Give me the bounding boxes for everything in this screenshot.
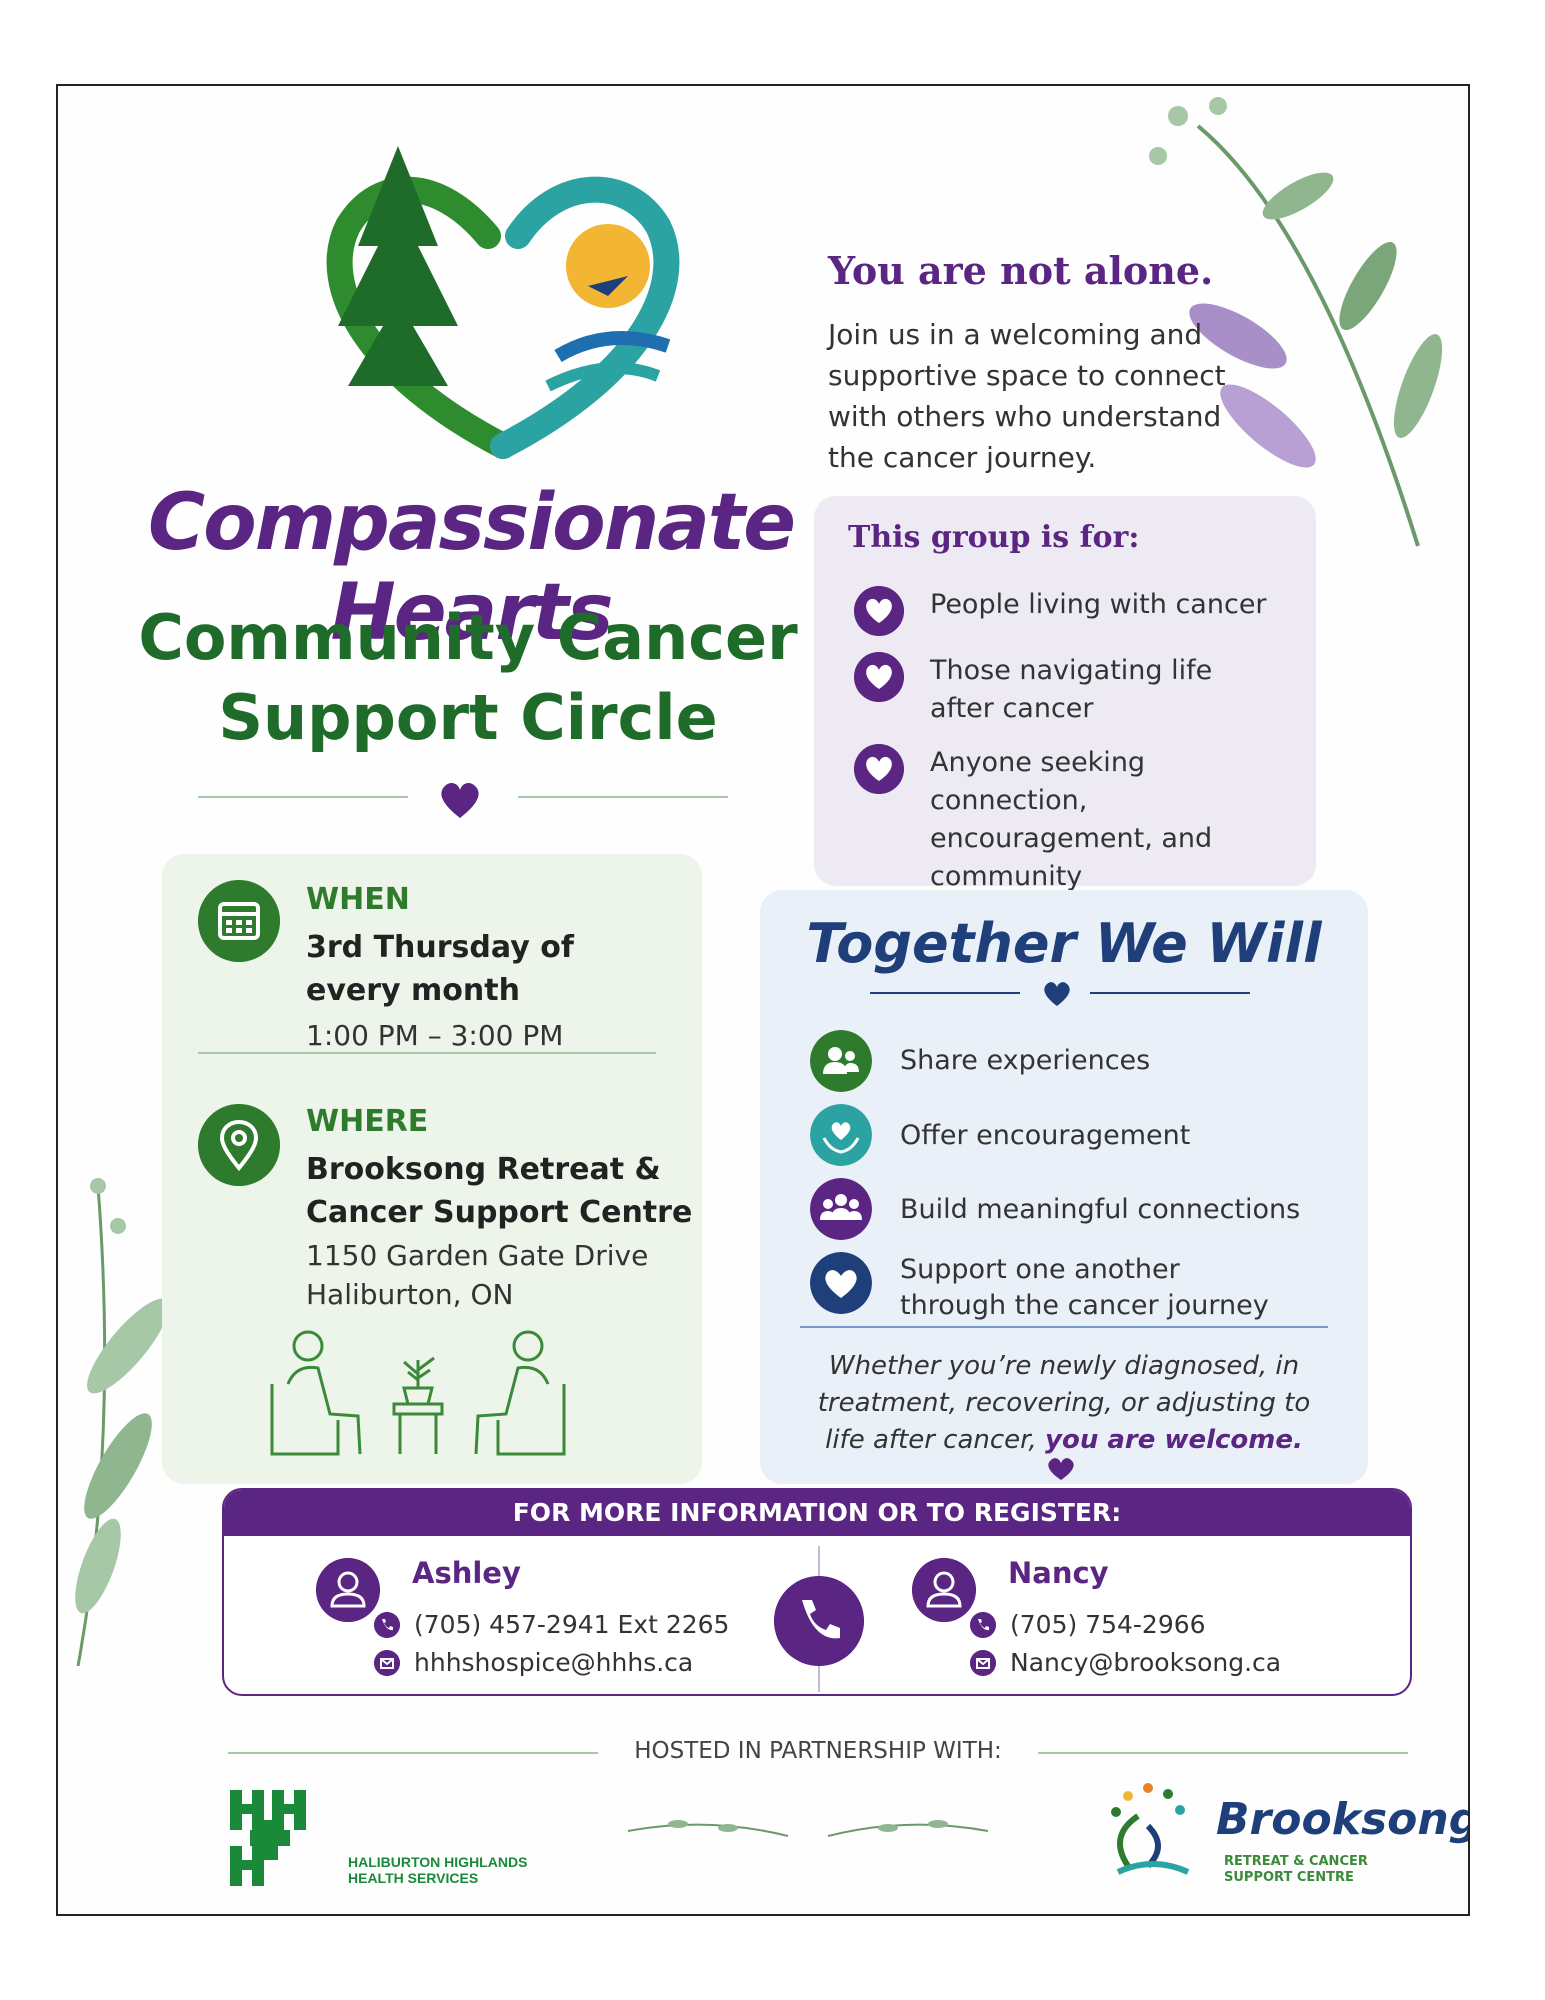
contact-name-nancy: Nancy (1008, 1556, 1109, 1590)
together-divider-left (870, 992, 1020, 994)
main-title-line2: Support Circle (218, 681, 718, 754)
leaves-decoration-top-right (1149, 97, 1443, 547)
quote-line1: Whether you’re newly diagnosed, in (828, 1351, 1300, 1381)
heart-accent-icon (1048, 1458, 1074, 1480)
partners-divider-left (228, 1752, 598, 1754)
quote-highlight: you are welcome. (1045, 1425, 1303, 1455)
hhhs-name-line2: HEALTH SERVICES (348, 1870, 479, 1886)
heart-bullet-icon (854, 744, 904, 794)
group-item-2: Those navigating life after cancer (930, 652, 1290, 728)
title-divider-right (518, 796, 728, 798)
where-venue: Brooksong Retreat & Cancer Support Centr… (306, 1148, 692, 1234)
location-pin-icon (198, 1104, 280, 1186)
group-item-3-line3: community (930, 861, 1083, 892)
where-label: WHERE (306, 1104, 429, 1139)
person-avatar-icon (912, 1558, 976, 1622)
intro-text: Join us in a welcoming and supportive sp… (828, 318, 1226, 474)
together-item-2: Offer encouragement (900, 1118, 1320, 1154)
hhhs-name-line1: HALIBURTON HIGHLANDS (348, 1854, 528, 1870)
person-avatar-icon (316, 1558, 380, 1622)
email-icon (970, 1650, 996, 1676)
main-title: Community Cancer Support Circle (138, 598, 798, 758)
group-item-2-line2: after cancer (930, 693, 1094, 724)
together-title: Together We Will (806, 912, 1322, 975)
group-box: This group is for: People living with ca… (814, 496, 1316, 892)
brooksong-subtitle: RETREAT & CANCER SUPPORT CENTRE (1224, 1854, 1368, 1886)
when-where-box: WHEN 3rd Thursday of every month 1:00 PM… (162, 854, 702, 1484)
heart-divider-icon (441, 783, 479, 818)
together-item-4-line2: through the cancer journey (900, 1290, 1269, 1321)
leaves-decoration-bottom-left (75, 1178, 169, 1666)
main-title-line1: Community Cancer (138, 601, 798, 674)
partners-divider-right (1038, 1752, 1408, 1754)
conversation-illustration (270, 1330, 566, 1456)
brooksong-name: Brooksong (1216, 1794, 1470, 1845)
group-item-1-line1: People living with cancer (930, 589, 1267, 620)
quote-line2: treatment, recovering, or adjusting to (817, 1388, 1311, 1418)
group-item-2-line1: Those navigating life (930, 655, 1213, 686)
heart-icon (810, 1252, 872, 1314)
people-icon (810, 1030, 872, 1092)
together-item-1: Share experiences (900, 1043, 1320, 1079)
group-item-1: People living with cancer (930, 586, 1290, 624)
vine-decoration (627, 1820, 989, 1837)
where-address-line2: Haliburton, ON (306, 1278, 514, 1311)
hands-heart-icon (810, 1104, 872, 1166)
where-venue-line2: Cancer Support Centre (306, 1195, 693, 1230)
quote-line3: life after cancer, you are welcome. (800, 1422, 1328, 1459)
flyer-frame: Compassionate Hearts Community Cancer Su… (56, 84, 1470, 1916)
script-title: Compassionate Hearts (147, 478, 796, 658)
heart-divider-icon (1044, 982, 1070, 1006)
where-address: 1150 Garden Gate Drive Haliburton, ON (306, 1236, 648, 1314)
group-item-3-line2: encouragement, and (930, 823, 1213, 854)
brooksong-logo-icon (1111, 1783, 1190, 1875)
contact-name-ashley: Ashley (412, 1556, 521, 1590)
together-item-2-line1: Offer encouragement (900, 1120, 1191, 1151)
email-icon (374, 1650, 400, 1676)
tagline: You are not alone. (828, 248, 1214, 293)
contact-email-ashley[interactable]: hhhshospice@hhhs.ca (414, 1648, 694, 1677)
when-day-line2: every month (306, 973, 520, 1008)
phone-icon (970, 1612, 996, 1638)
contact-phone-ashley[interactable]: (705) 457-2941 Ext 2265 (414, 1610, 730, 1639)
together-item-3: Build meaningful connections (900, 1192, 1320, 1228)
phone-icon (774, 1576, 864, 1666)
group-icon (810, 1178, 872, 1240)
compassionate-hearts-logo (326, 146, 680, 459)
when-where-divider (198, 1052, 656, 1054)
together-item-4-line1: Support one another (900, 1254, 1180, 1285)
contact-email-nancy[interactable]: Nancy@brooksong.ca (1010, 1648, 1282, 1677)
when-label: WHEN (306, 882, 410, 917)
heart-bullet-icon (854, 652, 904, 702)
hhhs-logo (230, 1790, 306, 1886)
heart-bullet-icon (854, 586, 904, 636)
phone-icon (374, 1612, 400, 1638)
when-day-line1: 3rd Thursday of (306, 930, 574, 965)
where-venue-line1: Brooksong Retreat & (306, 1152, 661, 1187)
together-item-4: Support one another through the cancer j… (900, 1252, 1320, 1324)
title-divider-left (198, 796, 408, 798)
contact-header: FOR MORE INFORMATION OR TO REGISTER: (224, 1490, 1410, 1536)
group-title: This group is for: (848, 520, 1140, 555)
where-address-line1: 1150 Garden Gate Drive (306, 1239, 649, 1272)
when-time: 1:00 PM – 3:00 PM (306, 1019, 564, 1052)
calendar-icon (198, 880, 280, 962)
group-item-3: Anyone seeking connection, encouragement… (930, 744, 1290, 896)
group-item-3-line1: Anyone seeking connection, (930, 747, 1146, 816)
contact-box: FOR MORE INFORMATION OR TO REGISTER: Ash… (222, 1488, 1412, 1696)
brooksong-subtitle-line2: SUPPORT CENTRE (1224, 1870, 1354, 1885)
contact-phone-nancy[interactable]: (705) 754-2966 (1010, 1610, 1206, 1639)
when-day: 3rd Thursday of every month (306, 926, 574, 1012)
together-divider-right (1090, 992, 1250, 994)
quote-line3-text: life after cancer, (825, 1425, 1046, 1455)
brooksong-subtitle-line1: RETREAT & CANCER (1224, 1854, 1368, 1869)
together-item-3-line1: Build meaningful connections (900, 1194, 1301, 1225)
together-box: Together We Will Share experiences Offer… (760, 890, 1368, 1484)
hosted-label: HOSTED IN PARTNERSHIP WITH: (634, 1738, 1002, 1764)
hhhs-name: HALIBURTON HIGHLANDS HEALTH SERVICES (348, 1854, 527, 1886)
welcome-quote: Whether you’re newly diagnosed, in treat… (800, 1348, 1328, 1459)
together-item-1-line1: Share experiences (900, 1045, 1151, 1076)
together-divider (800, 1326, 1328, 1328)
